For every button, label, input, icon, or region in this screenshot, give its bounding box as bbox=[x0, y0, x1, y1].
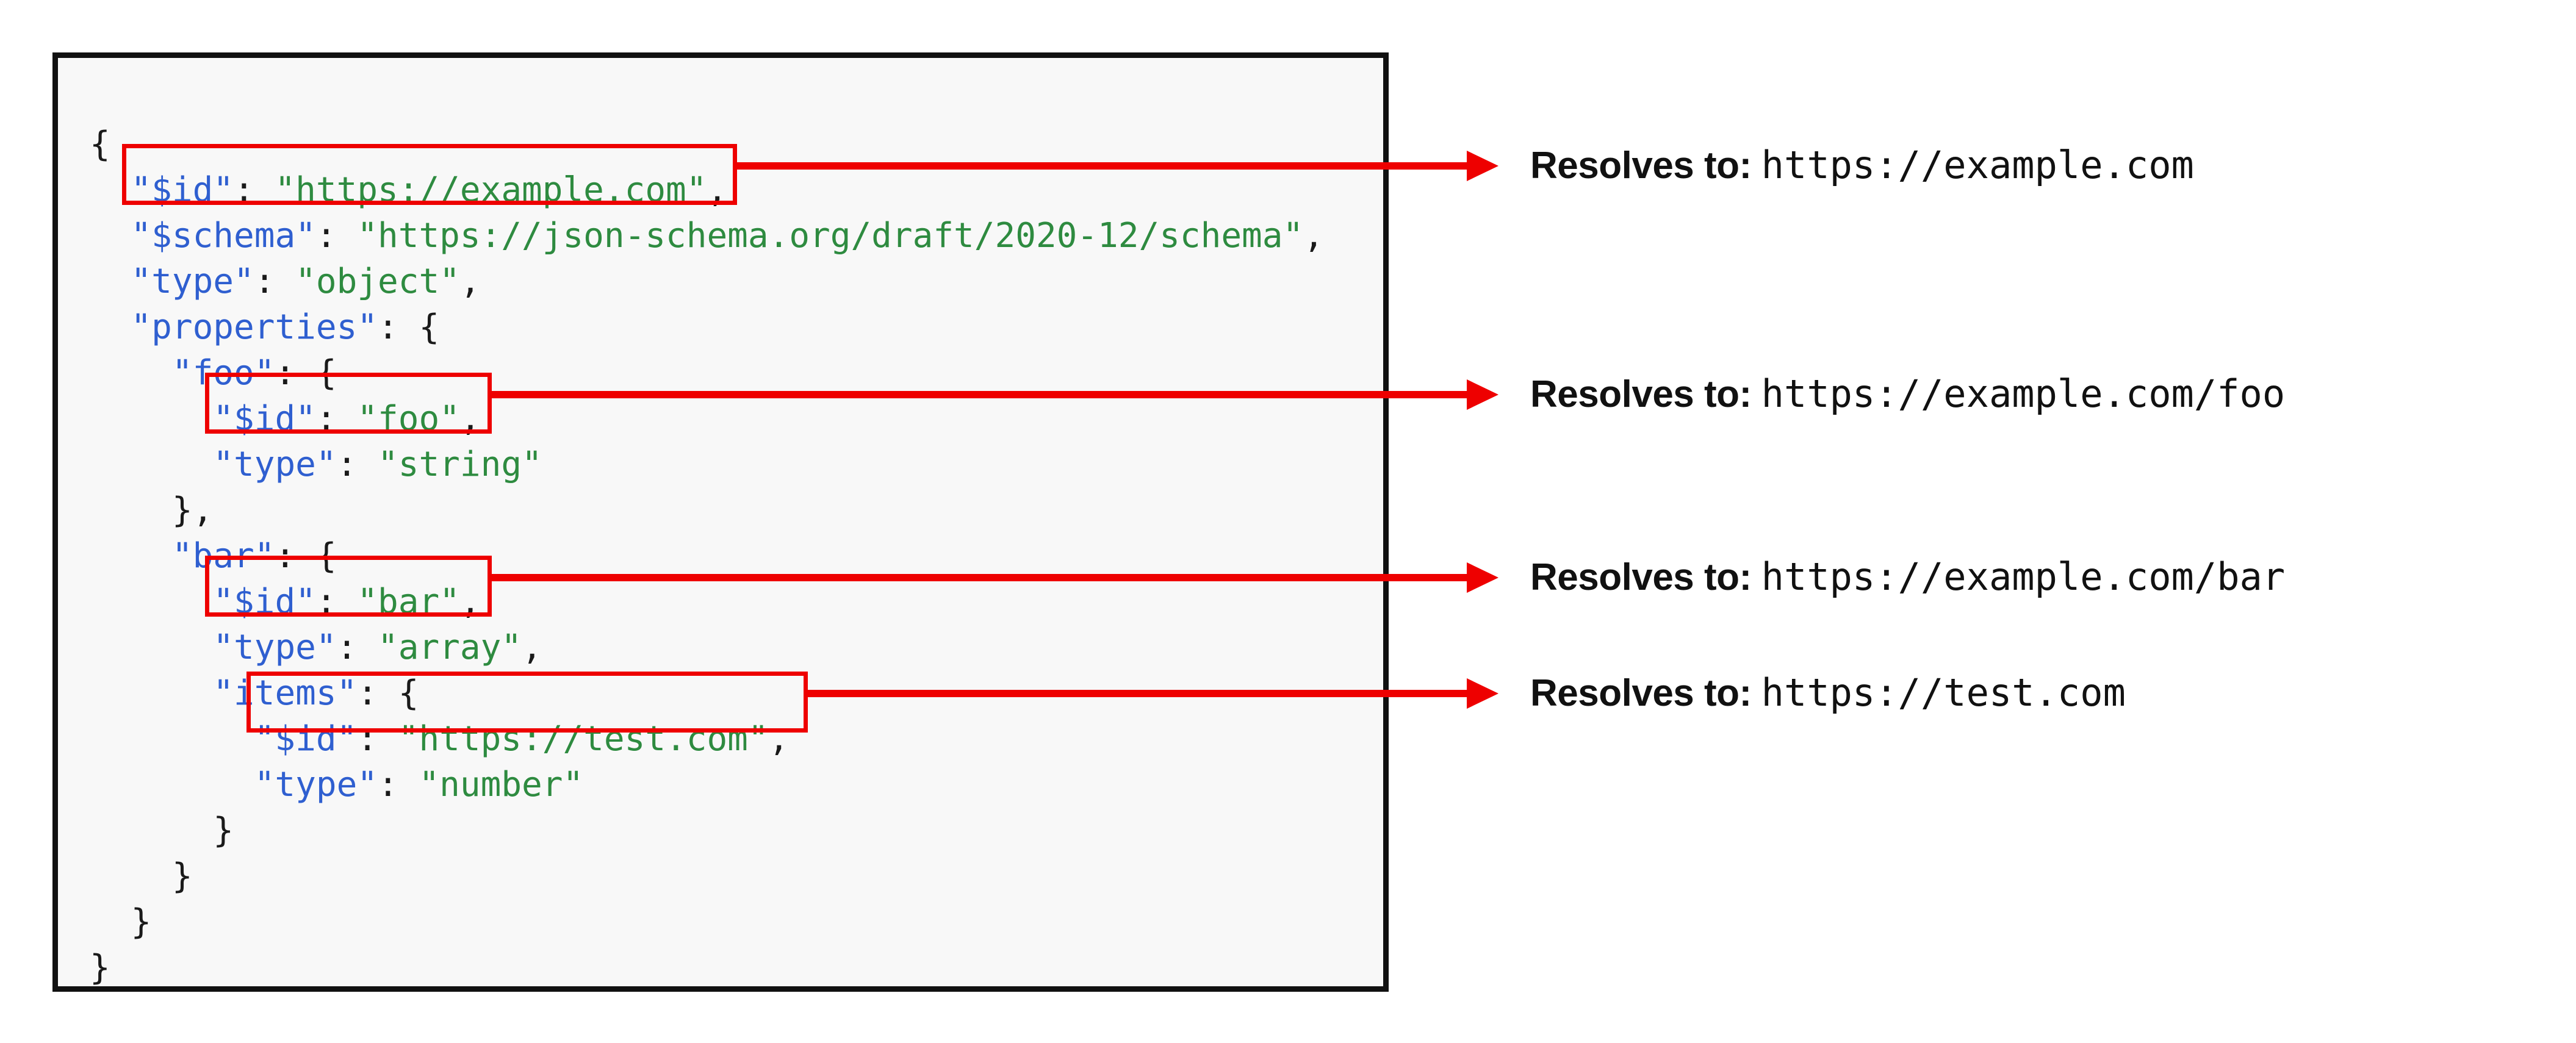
code-token: : { bbox=[378, 307, 440, 347]
code-line: "type": "object", bbox=[90, 259, 1324, 304]
code-line: "type": "array", bbox=[90, 625, 1324, 670]
code-token: } bbox=[131, 902, 152, 942]
code-token: , bbox=[459, 262, 481, 301]
code-line: "type": "number" bbox=[90, 762, 1324, 808]
code-token: "properties" bbox=[131, 307, 378, 347]
code-line: } bbox=[90, 899, 1324, 945]
code-line: "$id": "https://test.com", bbox=[90, 716, 1324, 762]
code-token: "$id" bbox=[213, 582, 316, 622]
annotation-url-value: https://test.com bbox=[1761, 670, 2126, 715]
code-line: "bar": { bbox=[90, 533, 1324, 579]
code-token: "number" bbox=[419, 765, 584, 805]
code-token: "foo" bbox=[357, 399, 460, 439]
code-token: "array" bbox=[378, 628, 522, 667]
arrow-head bbox=[1467, 151, 1498, 181]
code-token: "string" bbox=[378, 445, 542, 484]
code-line: } bbox=[90, 945, 1324, 991]
code-token: } bbox=[213, 811, 234, 850]
code-token: : bbox=[378, 765, 419, 805]
code-token: "bar" bbox=[171, 536, 275, 576]
code-token: : { bbox=[275, 353, 337, 393]
code-line: "$id": "foo", bbox=[90, 396, 1324, 442]
code-token: , bbox=[522, 628, 542, 667]
annotation-lead-label: Resolves to: bbox=[1530, 672, 1752, 714]
code-line: "$id": "https://example.com", bbox=[90, 167, 1324, 213]
code-token: "https://example.com" bbox=[275, 170, 707, 210]
code-line: "properties": { bbox=[90, 304, 1324, 350]
code-token: "items" bbox=[213, 673, 358, 713]
annotation-lead-label: Resolves to: bbox=[1530, 145, 1752, 187]
code-line: "foo": { bbox=[90, 350, 1324, 396]
code-line: } bbox=[90, 808, 1324, 853]
code-token: "type" bbox=[213, 628, 337, 667]
annotation-2: Resolves to:https://example.com/foo bbox=[1530, 375, 2285, 414]
code-line: }, bbox=[90, 487, 1324, 533]
code-token: : bbox=[254, 262, 296, 301]
code-token: } bbox=[90, 948, 110, 987]
code-line: "type": "string" bbox=[90, 442, 1324, 487]
code-token: "$schema" bbox=[131, 216, 316, 256]
arrow-head bbox=[1467, 562, 1498, 593]
code-token: "$id" bbox=[131, 170, 234, 210]
json-code-block: { "$id": "https://example.com", "$schema… bbox=[90, 121, 1324, 991]
code-token: "type" bbox=[254, 765, 378, 805]
annotation-lead-label: Resolves to: bbox=[1530, 556, 1752, 598]
code-token: : bbox=[315, 582, 358, 622]
code-token: : bbox=[234, 170, 275, 210]
annotation-1: Resolves to:https://example.com bbox=[1530, 146, 2194, 185]
code-token: "type" bbox=[213, 445, 337, 484]
code-token: "https://json-schema.org/draft/2020-12/s… bbox=[357, 216, 1304, 256]
annotation-4: Resolves to:https://test.com bbox=[1530, 674, 2126, 712]
code-token: : bbox=[336, 628, 378, 667]
json-code-panel: { "$id": "https://example.com", "$schema… bbox=[52, 52, 1389, 992]
annotation-lead-label: Resolves to: bbox=[1530, 373, 1752, 415]
code-line: "$id": "bar", bbox=[90, 579, 1324, 625]
code-token: "$id" bbox=[213, 399, 316, 439]
code-line: { bbox=[90, 121, 1324, 167]
arrow-head bbox=[1467, 379, 1498, 410]
code-token: , bbox=[768, 719, 790, 759]
code-token: : bbox=[315, 399, 358, 439]
annotation-url-value: https://example.com bbox=[1761, 143, 2194, 187]
code-token: "bar" bbox=[357, 582, 460, 622]
code-token: : bbox=[357, 719, 398, 759]
code-token: : bbox=[336, 445, 378, 484]
code-token: { bbox=[90, 124, 110, 164]
code-token: } bbox=[171, 856, 193, 896]
code-token: "object" bbox=[295, 262, 460, 301]
code-token: : { bbox=[275, 536, 337, 576]
code-line: "$schema": "https://json-schema.org/draf… bbox=[90, 213, 1324, 259]
annotation-url-value: https://example.com/foo bbox=[1761, 371, 2286, 416]
code-token: "$id" bbox=[254, 719, 358, 759]
code-token: "foo" bbox=[171, 353, 275, 393]
code-token: : { bbox=[357, 673, 419, 713]
annotation-3: Resolves to:https://example.com/bar bbox=[1530, 558, 2285, 597]
code-line: } bbox=[90, 853, 1324, 899]
code-line: "items": { bbox=[90, 670, 1324, 716]
arrow-head bbox=[1467, 678, 1498, 709]
code-token: , bbox=[459, 399, 481, 439]
code-token: "type" bbox=[131, 262, 254, 301]
code-token: }, bbox=[171, 490, 214, 530]
code-token: : bbox=[315, 216, 358, 256]
code-token: , bbox=[459, 582, 481, 622]
annotation-url-value: https://example.com/bar bbox=[1761, 554, 2286, 599]
code-token: "https://test.com" bbox=[398, 719, 769, 759]
code-token: , bbox=[707, 170, 728, 210]
code-token: , bbox=[1303, 216, 1324, 256]
